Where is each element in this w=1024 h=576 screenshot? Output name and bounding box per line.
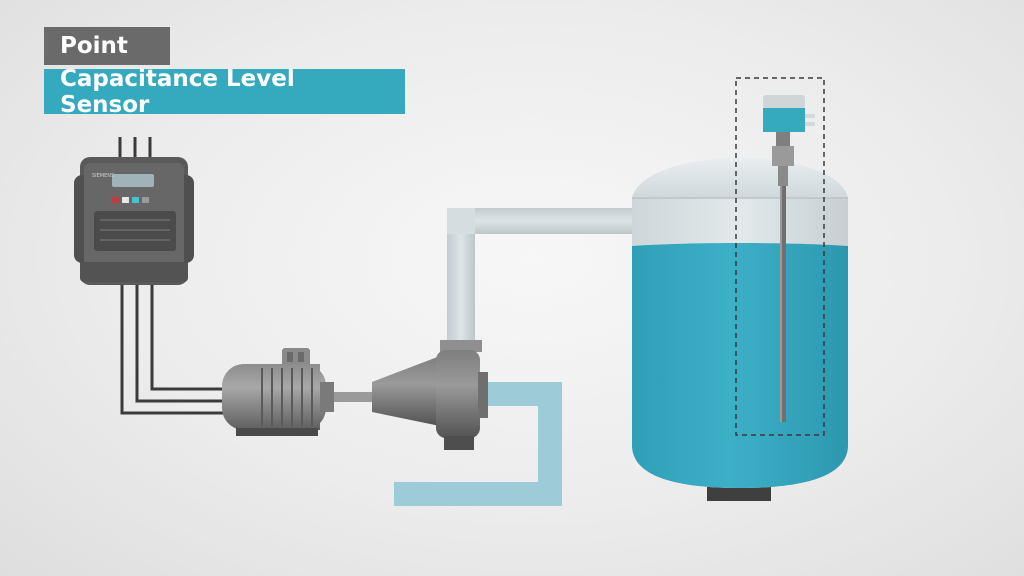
drive-button-red (112, 197, 119, 203)
drive-terminal-panel (94, 211, 176, 251)
power-input-cables (118, 137, 152, 160)
motor-shaft (334, 392, 374, 402)
tank-liquid (632, 243, 848, 488)
sensor-cap (763, 95, 805, 109)
centrifugal-pump (372, 350, 488, 450)
variable-frequency-drive: SIEMENS (74, 157, 194, 285)
drive-brand-label: SIEMENS (92, 173, 114, 179)
drive-button-grey (142, 197, 149, 203)
drive-button-teal (132, 197, 139, 203)
drive-button-white (122, 197, 129, 203)
sensor-probe-rod (780, 186, 786, 422)
suction-pipe (394, 382, 562, 506)
storage-tank (632, 158, 848, 501)
drive-motor-cables (120, 283, 225, 415)
discharge-pipe (440, 208, 637, 356)
drive-display (112, 174, 154, 187)
electric-motor (222, 348, 374, 436)
sensor-housing (763, 108, 805, 132)
title-banner: Capacitance Level Sensor (44, 66, 405, 118)
capacitance-level-sensor (763, 95, 815, 422)
sensor-highlight-frame (735, 77, 825, 436)
category-tag: Point (44, 27, 170, 65)
